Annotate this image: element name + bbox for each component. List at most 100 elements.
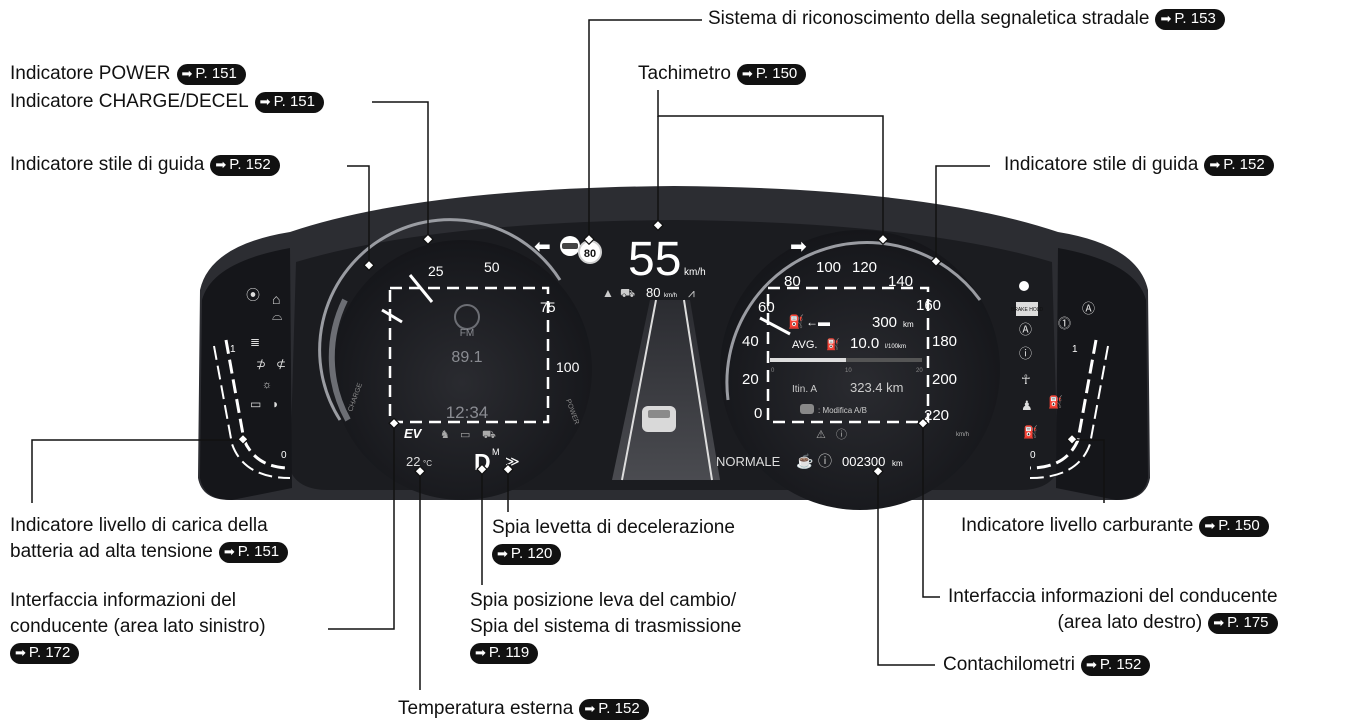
- outside-temp-value: 22: [406, 454, 420, 469]
- radio-frequency: 89.1: [451, 349, 482, 366]
- page-ref-badge[interactable]: ➡P. 151: [176, 63, 246, 85]
- power-dial: [332, 240, 592, 500]
- page-ref-badge[interactable]: ➡P. 120: [492, 543, 562, 565]
- charge-arc: [328, 298, 351, 422]
- rear-fog-icon: ⊄: [276, 357, 286, 371]
- page-ref-badge[interactable]: ➡P. 172: [10, 642, 80, 664]
- gear-position: D: [474, 449, 491, 475]
- speedometer-arc: [725, 241, 982, 401]
- battery-full-mark: 1: [230, 344, 236, 355]
- low-fuel-icon: ⛽: [1023, 425, 1038, 439]
- page-ref-badge[interactable]: ➡P. 151: [218, 541, 289, 563]
- leader-style-left: [347, 165, 370, 266]
- page-ref-badge[interactable]: ➡P. 153: [1155, 8, 1225, 30]
- battery-warning-icon: ▭: [250, 397, 261, 411]
- brake-hold-text: BRAKE HOLD: [1011, 307, 1044, 313]
- speed-tick-140: 140: [888, 273, 913, 290]
- trip-label: Itin. A: [792, 384, 817, 395]
- charging-system-icon: ▭: [460, 429, 470, 441]
- page-ref-badge[interactable]: ➡P. 152: [210, 154, 280, 176]
- arrow-right-icon: ➡: [497, 546, 508, 561]
- power-dial-arc: [318, 218, 562, 421]
- fuel-full-mark: 1: [1072, 344, 1078, 355]
- arrow-right-icon: ➡: [181, 66, 193, 81]
- label-fuel: Indicatore livello carburante➡P. 150: [961, 513, 1269, 539]
- position-light-icon: ☼: [262, 379, 272, 391]
- cluster-housing: [198, 186, 1150, 500]
- avg-bar-max: 20: [916, 368, 923, 374]
- trip-hint: : Modifica A/B: [818, 406, 867, 415]
- label-charge: Indicatore CHARGE/DECEL➡P. 151: [10, 89, 324, 115]
- label-traffic-sign: Sistema di riconoscimento della segnalet…: [708, 6, 1225, 32]
- lane-keep-icon: ▲: [602, 286, 614, 300]
- page-ref-badge[interactable]: ➡P. 151: [254, 91, 324, 113]
- avg-unit: l/100km: [885, 344, 906, 350]
- leader-speedo: [657, 90, 884, 240]
- speed-tick-100: 100: [816, 259, 841, 276]
- page-ref-badge[interactable]: ➡P. 152: [1204, 154, 1274, 176]
- label-decel: Spia levetta di decelerazione ➡P. 120: [492, 515, 735, 567]
- odometer-value: 002300: [842, 454, 885, 469]
- steering-assist-icon: ⚠: [816, 429, 826, 441]
- avg-bar-min: 0: [771, 368, 775, 374]
- avg-fuel-icon: ⛽: [826, 338, 840, 351]
- label-power: Indicatore POWER➡P. 151: [10, 61, 246, 87]
- range-unit: km: [903, 320, 914, 329]
- fuel-pump-icon: ⛽: [788, 314, 804, 329]
- car-icon: [642, 406, 676, 432]
- odometer-unit: km: [892, 459, 903, 468]
- speedometer-dial: [720, 230, 1000, 510]
- charge-needle: [381, 308, 403, 324]
- leader-odo: [877, 472, 935, 666]
- label-odometer: Contachilometri➡P. 152: [943, 652, 1151, 678]
- seatbelt-icon: ♟: [1021, 398, 1033, 413]
- tpms-icon: ⦿: [246, 287, 260, 303]
- power-text: POWER: [564, 398, 580, 425]
- status-dot-icon: [1019, 281, 1029, 291]
- speed-limit-sign-icon: [578, 240, 602, 264]
- leader-fuel: [1072, 439, 1105, 503]
- clock: 12:34: [446, 403, 489, 422]
- avg-label: AVG.: [792, 339, 817, 351]
- driver-attention-icon: ☕: [796, 452, 813, 470]
- speed-tick-160: 160: [916, 297, 941, 314]
- arrow-right-icon: ➡: [475, 645, 486, 660]
- battery-gauge: [224, 339, 291, 470]
- lane-assist-icon: ⩘: [688, 286, 695, 300]
- page-ref-badge[interactable]: ➡P. 119: [470, 642, 539, 664]
- airbag-icon: ☥: [1021, 372, 1031, 387]
- speed-tick-120: 120: [852, 259, 877, 276]
- engine-check-icon: ⌂: [272, 291, 280, 307]
- page-ref-badge[interactable]: ➡P. 152: [1081, 654, 1151, 676]
- power-tick-25: 25: [428, 263, 444, 279]
- adaptive-cruise-icon: ⛟: [620, 286, 635, 300]
- avg-bar-mid: 10: [845, 368, 852, 374]
- speed-needle: [759, 316, 791, 336]
- label-speedometer: Tachimetro➡P. 150: [638, 61, 807, 87]
- road: [612, 300, 720, 480]
- label-battery: Indicatore livello di carica della batte…: [10, 513, 289, 565]
- info-icon: ⓘ: [836, 428, 847, 441]
- power-tick-50: 50: [484, 259, 500, 275]
- leader-charge: [372, 101, 429, 240]
- arrow-right-icon: ➡: [1209, 157, 1221, 172]
- range-arrow-icon: ←▬: [806, 315, 830, 329]
- speed-limit-sign-value: 80: [584, 248, 596, 260]
- arrow-right-icon: ➡: [259, 94, 271, 109]
- speed-tick-40: 40: [742, 333, 759, 350]
- door-open-icon: ⛽: [1048, 395, 1063, 409]
- arrow-right-icon: ➡: [741, 66, 753, 81]
- page-ref-badge[interactable]: ➡P. 150: [1199, 515, 1269, 537]
- speed-tick-60: 60: [758, 299, 775, 316]
- leader-left-info: [328, 424, 395, 630]
- arrow-right-icon: ➡: [1213, 615, 1225, 630]
- speed-tick-200: 200: [932, 371, 957, 388]
- speed-tick-180: 180: [932, 333, 957, 350]
- radio-icon: [454, 304, 480, 330]
- arrow-right-icon: ➡: [15, 645, 26, 660]
- page-ref-badge[interactable]: ➡P. 175: [1208, 612, 1278, 634]
- page-ref-badge[interactable]: ➡P. 150: [736, 63, 807, 85]
- fuel-empty-mark: 0: [1030, 450, 1036, 461]
- page-ref-badge[interactable]: ➡P. 152: [579, 698, 649, 720]
- avg-bar-track: [770, 358, 922, 362]
